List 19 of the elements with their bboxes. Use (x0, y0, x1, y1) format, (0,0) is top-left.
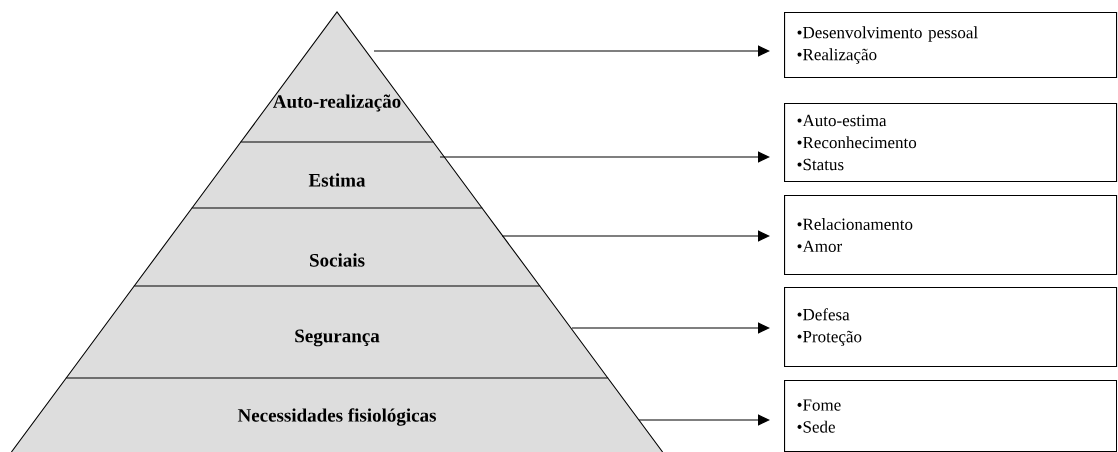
pyramid-level: Auto-realização (240, 11, 434, 143)
node-label: Estima (308, 173, 366, 187)
pyramid-level: Segurança (65, 285, 609, 379)
text-box: •Desenvolvimento pessoal •Realização (784, 12, 1118, 79)
pyramid-level: Estima (191, 141, 483, 209)
arrow (638, 414, 770, 426)
node-label: Auto-realização (273, 94, 401, 112)
text-box: •Relacionamento •Amor (784, 195, 1118, 276)
pyramid-level: Necessidades fisiológicas (10, 377, 664, 452)
arrow (501, 230, 770, 242)
arrow (373, 45, 770, 57)
pyramid-level: Sociais (133, 207, 541, 287)
arrow (439, 151, 770, 163)
node-label: Sociais (310, 253, 365, 267)
text-box: •Auto-estima •Reconhecimento •Status (784, 103, 1118, 183)
arrow (571, 322, 770, 334)
node-label: Segurança (295, 329, 380, 347)
text-box: •Fome •Sede (784, 380, 1118, 452)
text-box: •Defesa •Proteção (784, 287, 1118, 368)
